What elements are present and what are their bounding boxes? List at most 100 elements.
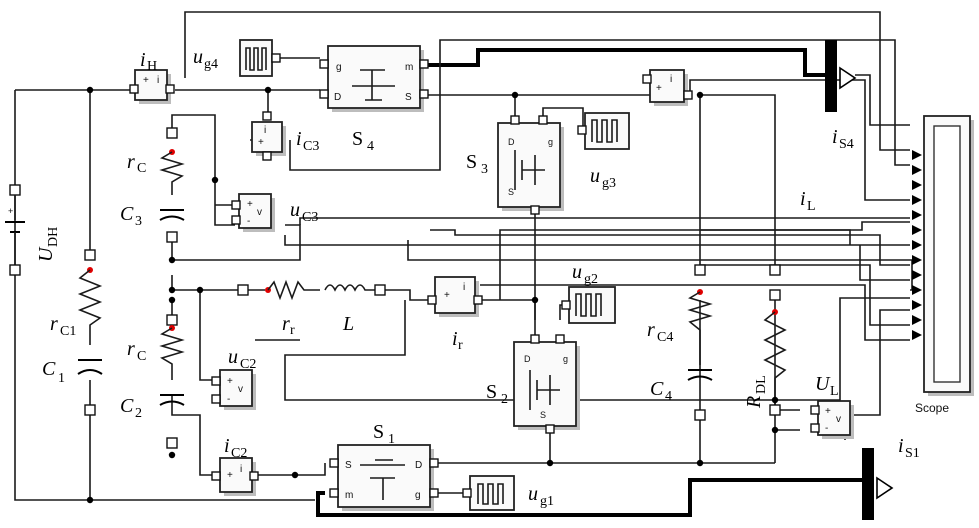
- svg-text:D: D: [524, 354, 531, 364]
- label-ih-sub: H: [147, 59, 157, 74]
- label-ic3-sub: C3: [303, 139, 319, 154]
- label-il: i: [800, 188, 806, 210]
- label-il-group: i L: [800, 188, 816, 214]
- label-rc1: r: [50, 313, 58, 335]
- label-ug3: u: [590, 165, 600, 187]
- label-rr: r: [282, 313, 290, 335]
- svg-text:g: g: [563, 354, 568, 364]
- label-s3-sub: 3: [481, 162, 488, 177]
- label-is4: i: [832, 126, 838, 148]
- svg-text:g: g: [415, 490, 421, 501]
- svg-text:+: +: [247, 199, 253, 210]
- label-ir: i: [452, 328, 458, 350]
- label-ih: i: [140, 49, 146, 71]
- resistor-rc-top: r C: [127, 127, 185, 195]
- inductor-l: L: [324, 284, 386, 335]
- plus-sign: +: [8, 206, 13, 216]
- current-meter-ic3: i + i C3: [251, 111, 319, 161]
- label-s2: S: [486, 381, 497, 403]
- label-rc4-sub: C4: [657, 330, 673, 345]
- label-scope: Scope: [915, 401, 949, 415]
- svg-text:+: +: [227, 376, 233, 387]
- label-rdl-sub: DL: [754, 375, 769, 394]
- svg-text:+: +: [656, 83, 662, 94]
- label-udh-sub: DH: [46, 227, 61, 247]
- svg-text:g: g: [548, 137, 553, 147]
- pulse-generator-ug1: u g1: [462, 475, 554, 511]
- mosfet-s1: S D m g S 1: [329, 421, 439, 511]
- label-is1-sub: S1: [905, 446, 920, 461]
- svg-text:m: m: [345, 490, 353, 501]
- label-uc3: u: [290, 199, 300, 221]
- label-ic2: i: [224, 435, 230, 457]
- label-ul-sub: L: [830, 384, 839, 399]
- svg-text:i: i: [670, 74, 672, 85]
- capacitor-c4: C 4: [650, 369, 713, 421]
- label-is4-sub: S4: [839, 137, 854, 152]
- label-rc-top: r: [127, 151, 135, 173]
- resistor-rc4: r C4: [647, 264, 713, 365]
- svg-text:i: i: [240, 464, 242, 475]
- current-meter-ic2: + i i C2: [211, 435, 259, 496]
- label-s1: S: [373, 421, 384, 443]
- capacitor-c1: C 1: [42, 358, 103, 416]
- svg-text:+: +: [825, 406, 831, 417]
- svg-text:v: v: [238, 384, 243, 395]
- label-s2-sub: 2: [501, 392, 508, 407]
- label-s1-sub: 1: [388, 432, 395, 447]
- svg-text:S: S: [540, 410, 546, 420]
- capacitor-c2: C 2: [120, 394, 185, 449]
- resistor-rc1: r C1: [50, 249, 103, 345]
- svg-text:+: +: [258, 137, 264, 148]
- label-rc-bottom: r: [127, 338, 135, 360]
- label-c4-sub: 4: [665, 389, 672, 404]
- label-rc1-sub: C1: [60, 324, 76, 339]
- voltage-meter-uc3: + v - u C3: [231, 193, 318, 232]
- label-rc4: r: [647, 319, 655, 341]
- svg-text:m: m: [405, 62, 413, 73]
- mosfet-s3: D g S S 3: [466, 115, 564, 215]
- svg-text:D: D: [334, 92, 341, 103]
- svg-text:S: S: [405, 92, 412, 103]
- label-ug4-sub: g4: [204, 57, 218, 72]
- voltage-meter-ul: + v - U L: [810, 373, 854, 439]
- mosfet-s2: D g S S 2: [486, 334, 580, 434]
- resistor-rr: r r: [237, 279, 320, 338]
- capacitor-c3: C 3: [120, 203, 185, 243]
- svg-text:i: i: [264, 125, 266, 136]
- pulse-generator-ug2: u g2: [561, 261, 616, 324]
- label-c2-sub: 2: [135, 406, 142, 421]
- svg-text:-: -: [227, 394, 230, 405]
- scope-block: Scope: [912, 115, 974, 415]
- label-rr-sub: r: [290, 323, 295, 338]
- demux-is4: i S4: [825, 40, 857, 152]
- label-rc-bottom-sub: C: [137, 349, 146, 364]
- svg-text:-: -: [825, 423, 828, 434]
- label-l: L: [342, 313, 354, 335]
- label-is1: i: [898, 435, 904, 457]
- svg-text:-: -: [247, 216, 250, 227]
- current-meter-ih: + i i H: [129, 49, 175, 104]
- junction-dots: [86, 86, 779, 504]
- current-meter-ir: + i i r: [427, 276, 483, 353]
- label-rdl: R: [743, 396, 765, 409]
- svg-text:+: +: [227, 470, 233, 481]
- label-s4-sub: 4: [367, 139, 374, 154]
- label-c1-sub: 1: [58, 371, 65, 386]
- svg-text:i: i: [157, 75, 159, 86]
- label-udh: U: [35, 246, 57, 262]
- svg-text:D: D: [415, 460, 422, 471]
- pulse-generator-ug3: u g3: [577, 112, 630, 191]
- label-ug1-sub: g1: [540, 494, 554, 509]
- svg-text:S: S: [345, 460, 352, 471]
- label-ug2-sub: g2: [584, 272, 598, 287]
- label-ug1: u: [528, 483, 538, 505]
- label-s3: S: [466, 151, 477, 173]
- label-ug3-sub: g3: [602, 176, 616, 191]
- label-uc2-sub: C2: [240, 357, 256, 372]
- label-ug2: u: [572, 261, 582, 283]
- label-ul: U: [815, 373, 831, 395]
- label-il-sub: L: [807, 199, 816, 214]
- svg-text:i: i: [463, 282, 465, 293]
